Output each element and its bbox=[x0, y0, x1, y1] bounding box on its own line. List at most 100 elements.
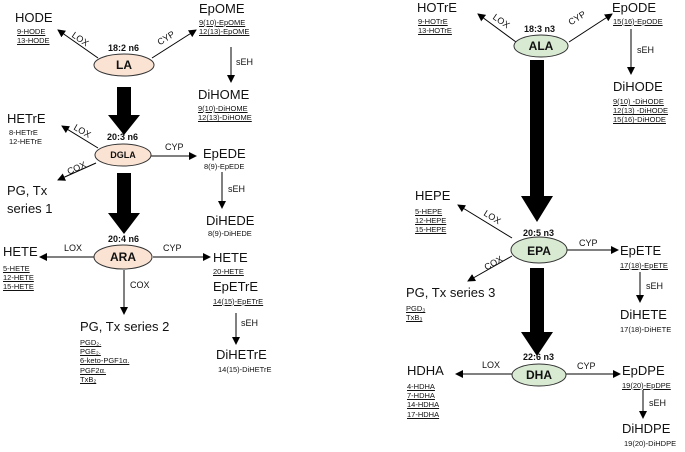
metabolite: 17-HDHA bbox=[407, 409, 440, 419]
metabolite: PGD₂. bbox=[80, 338, 102, 347]
dha-cyp-metabolite: 19(20)-EpDPE bbox=[622, 381, 671, 390]
la-seh-product: DiHOME bbox=[198, 87, 250, 102]
ara-lox-product: HETE bbox=[3, 244, 38, 259]
metabolite: 12-HEPE bbox=[415, 216, 447, 226]
la-seh-edge-label: sEH bbox=[236, 57, 254, 67]
metabolite: TxB₃ bbox=[406, 313, 423, 323]
metabolite: 5-HETE bbox=[3, 264, 30, 273]
dha-cyp-edge-label: CYP bbox=[577, 361, 596, 371]
epa-cox-metabolites: PGD₃ TxB₃ bbox=[406, 304, 425, 322]
ara-cox-edge-label: COX bbox=[130, 280, 150, 290]
metabolite: 15(16)-DiHODE bbox=[613, 115, 666, 125]
metabolite: 4-HDHA bbox=[407, 382, 435, 391]
metabolite: 12-HETrE bbox=[9, 137, 43, 147]
ara-lox-metabolites: 5-HETE 12-HETE 15-HETE bbox=[3, 264, 34, 292]
ala-lox-product: HOTrE bbox=[417, 0, 457, 15]
metabolite: 9(10)-DiHOME bbox=[198, 104, 248, 113]
la-lox-arrow bbox=[57, 29, 99, 59]
dha-lox-edge-label: LOX bbox=[482, 360, 501, 370]
dha-seh-metabolite: 19(20)-DiHDPE bbox=[624, 439, 677, 448]
ara-cyp-metabolite2: 14(15)-EpETrE bbox=[213, 297, 264, 306]
ala-lox-metabolites: 9-HOTrE 13-HOTrE bbox=[418, 17, 452, 35]
ara-seh-product: DiHETrE bbox=[216, 347, 267, 362]
epa-to-dha-big-arrow bbox=[521, 268, 553, 356]
dgla-lox-arrow bbox=[61, 125, 99, 149]
epa-node bbox=[510, 236, 568, 264]
metabolite: PGF2α. bbox=[80, 365, 107, 375]
dgla-cyp-product: EpEDE bbox=[203, 146, 246, 161]
dgla-node bbox=[94, 143, 152, 167]
ala-to-epa-big-arrow bbox=[521, 60, 553, 222]
ala-label: ALA bbox=[528, 39, 554, 53]
metabolite: 13-HOTrE bbox=[418, 26, 452, 36]
la-lox-product: HODE bbox=[15, 10, 53, 25]
epa-cox-product: PG, Tx series 3 bbox=[406, 285, 496, 300]
ara-header: 20:4 n6 bbox=[108, 234, 140, 244]
la-seh-metabolites: 9(10)-DiHOME 12(13)-DiHOME bbox=[198, 104, 252, 122]
ala-seh-edge-label: sEH bbox=[637, 45, 655, 55]
dgla-seh-metabolite: 8(9)-DiHEDE bbox=[208, 229, 252, 238]
la-label: LA bbox=[116, 58, 132, 72]
la-cyp-metabolites: 9(10)-EpOME 12(13)-EpOME bbox=[199, 18, 249, 36]
dha-label: DHA bbox=[526, 368, 552, 382]
ala-lox-arrow bbox=[477, 13, 517, 43]
dha-header: 22:6 n3 bbox=[523, 352, 555, 362]
ala-cyp-metabolite: 15(16)-EpODE bbox=[613, 17, 663, 26]
metabolite: 5-HEPE bbox=[415, 207, 443, 216]
metabolite: 12(13) -DiHODE bbox=[613, 106, 669, 116]
epa-cox-arrow bbox=[467, 255, 513, 282]
epa-lox-product: HEPE bbox=[415, 188, 451, 203]
metabolite: 9-HOTrE bbox=[418, 17, 448, 26]
ara-lox-edge-label: LOX bbox=[64, 243, 83, 253]
metabolite: 15-HEPE bbox=[415, 225, 447, 235]
epa-lox-metabolites: 5-HEPE 12-HEPE 15-HEPE bbox=[415, 207, 446, 235]
la-cyp-product: EpOME bbox=[199, 1, 245, 16]
metabolite: 9(10)-EpOME bbox=[199, 18, 246, 27]
dgla-cyp-metabolite: 8(9)-EpEDE bbox=[204, 162, 245, 171]
metabolite: 12(13)-EpOME bbox=[199, 27, 250, 37]
dgla-cyp-edge-label: CYP bbox=[165, 142, 184, 152]
la-cyp-arrow bbox=[151, 29, 197, 59]
ara-seh-edge-label: sEH bbox=[241, 318, 259, 328]
ara-cox-product: PG, Tx series 2 bbox=[80, 319, 170, 334]
ala-cyp-product: EpODE bbox=[612, 0, 657, 15]
ara-cyp-product: HETE bbox=[213, 250, 248, 265]
la-header: 18:2 n6 bbox=[108, 43, 140, 53]
metabolite: TxB₂ bbox=[80, 374, 97, 384]
epa-cyp-product: EpETE bbox=[620, 243, 662, 258]
epa-seh-product: DiHETE bbox=[620, 307, 667, 322]
epa-label: EPA bbox=[527, 244, 551, 258]
ala-seh-metabolites: 9(10) -DiHODE 12(13) -DiHODE 15(16)-DiHO… bbox=[613, 97, 668, 125]
dgla-lox-product: HETrE bbox=[7, 111, 46, 126]
la-node bbox=[93, 53, 155, 77]
ara-cyp-metabolite: 20-HETE bbox=[213, 267, 244, 276]
dha-seh-edge-label: sEH bbox=[649, 398, 667, 408]
metabolite: PGD₃ bbox=[406, 304, 426, 313]
ala-header: 18:3 n3 bbox=[524, 24, 556, 34]
ara-seh-metabolite: 14(15)-DiHETrE bbox=[218, 365, 272, 374]
dgla-to-ara-big-arrow bbox=[108, 173, 140, 234]
dgla-seh-edge-label: sEH bbox=[228, 184, 246, 194]
metabolite: 7-HDHA bbox=[407, 391, 435, 401]
dgla-cox-arrow bbox=[57, 162, 97, 181]
dgla-cox-product-line2: series 1 bbox=[7, 201, 53, 216]
metabolite: 8-HETrE bbox=[9, 128, 38, 137]
dgla-label: DGLA bbox=[110, 150, 136, 160]
epa-seh-metabolite: 17(18)-DiHETE bbox=[620, 325, 672, 334]
epa-seh-edge-label: sEH bbox=[646, 281, 664, 291]
dgla-header: 20:3 n6 bbox=[107, 132, 139, 142]
dha-seh-product: DiHDPE bbox=[622, 421, 671, 436]
metabolite: 12(13)-DiHOME bbox=[198, 113, 252, 123]
epa-cyp-metabolite: 17(18)-EpETE bbox=[620, 261, 668, 270]
metabolite: 6-keto-PGF1α. bbox=[80, 356, 130, 366]
metabolite: 13-HODE bbox=[17, 36, 50, 46]
ara-cyp-product2: EpETrE bbox=[213, 279, 259, 294]
la-to-dgla-big-arrow bbox=[108, 87, 140, 135]
dha-lox-metabolites: 4-HDHA 7-HDHA 14-HDHA 17-HDHA bbox=[407, 382, 439, 419]
epa-lox-arrow bbox=[457, 204, 513, 239]
metabolite: 9-HODE bbox=[17, 27, 46, 36]
dha-cyp-product: EpDPE bbox=[622, 363, 665, 378]
epa-cyp-edge-label: CYP bbox=[579, 238, 598, 248]
